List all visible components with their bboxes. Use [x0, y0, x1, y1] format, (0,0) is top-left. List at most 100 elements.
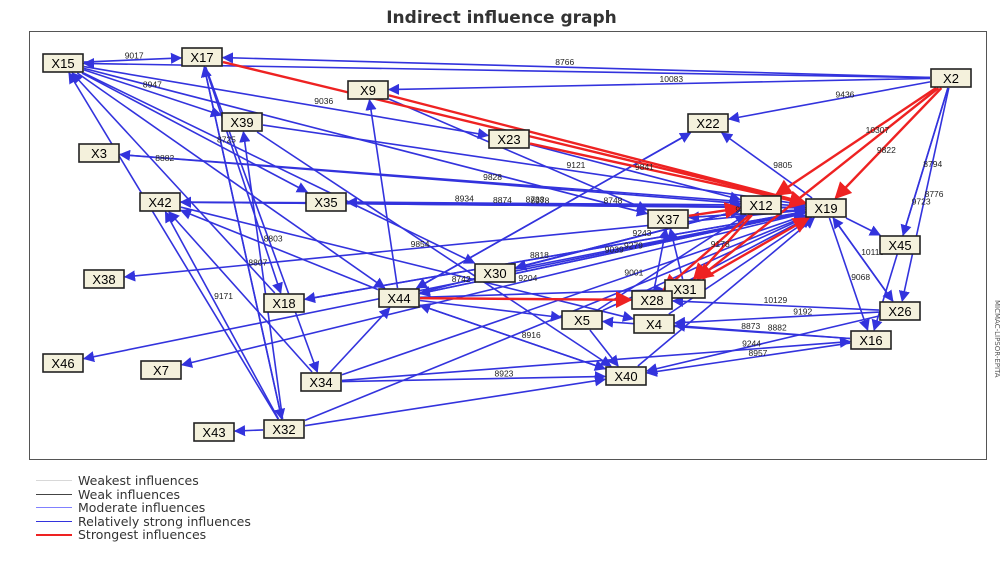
node-x2[interactable]: X2 — [930, 68, 972, 88]
edge-x5-to-x40 — [589, 329, 619, 367]
legend-swatch — [36, 480, 72, 482]
legend-item-moderate: Moderate influences — [36, 500, 251, 516]
node-label: X18 — [272, 296, 295, 311]
edge-value-label: 8873 — [741, 321, 760, 331]
edge-x2-to-x15 — [82, 57, 931, 79]
node-box — [561, 310, 603, 330]
edge-x2-to-x9 — [387, 77, 931, 95]
node-box — [805, 198, 847, 218]
node-label: X44 — [387, 291, 410, 306]
edge-value-label: 8957 — [749, 348, 768, 358]
edge-x32-to-x43 — [233, 425, 264, 437]
side-note-text: MICMAC-LIPSOR-EPITA — [993, 300, 1001, 378]
node-x30[interactable]: X30 — [474, 263, 516, 283]
edge-x34-to-x44 — [329, 307, 391, 373]
node-x39[interactable]: X39 — [221, 112, 263, 132]
node-x42[interactable]: X42 — [139, 192, 181, 212]
edge-x19-to-x26 — [832, 217, 894, 302]
node-x38[interactable]: X38 — [83, 269, 125, 289]
node-x31[interactable]: X31 — [664, 279, 706, 299]
node-x19[interactable]: X19 — [805, 198, 847, 218]
edge-x15-to-x17 — [83, 52, 183, 64]
node-x37[interactable]: X37 — [647, 209, 689, 229]
edge-x32-to-x40 — [304, 375, 607, 427]
side-note: MICMAC-LIPSOR-EPITA — [991, 300, 1003, 460]
node-x12[interactable]: X12 — [740, 195, 782, 215]
legend-swatch — [36, 493, 72, 495]
edge-x2-to-x17 — [221, 52, 931, 79]
edge-value-label: 9436 — [836, 89, 855, 99]
node-x32[interactable]: X32 — [263, 419, 305, 439]
node-label: X45 — [888, 238, 911, 253]
node-x15[interactable]: X15 — [42, 53, 84, 73]
node-x17[interactable]: X17 — [181, 47, 223, 67]
node-x7[interactable]: X7 — [140, 360, 182, 380]
node-x43[interactable]: X43 — [193, 422, 235, 442]
edge-value-label: 9243 — [633, 228, 652, 238]
node-x34[interactable]: X34 — [300, 372, 342, 392]
edge-x2-to-x19 — [834, 87, 943, 200]
edge-value-label: 9178 — [711, 239, 730, 249]
node-x46[interactable]: X46 — [42, 353, 84, 373]
edge-x31-to-x37 — [667, 227, 684, 280]
node-box — [193, 422, 235, 442]
edge-x18-to-x15 — [71, 72, 276, 294]
node-label: X32 — [272, 422, 295, 437]
edge-x26-to-x40 — [645, 315, 880, 375]
legend-swatch — [36, 507, 72, 509]
node-label: X43 — [202, 425, 225, 440]
edge-x26-to-x28 — [671, 295, 880, 311]
legend-label: Strongest influences — [78, 527, 207, 543]
node-label: X17 — [190, 50, 213, 65]
node-x26[interactable]: X26 — [879, 301, 921, 321]
edge-value-label: 8874 — [493, 195, 512, 205]
edge-x15-to-x30 — [83, 72, 476, 264]
edge-x23-to-x19 — [529, 142, 807, 209]
edge-value-label: 8818 — [530, 250, 549, 260]
edge-value-label: 10129 — [764, 295, 788, 305]
node-label: X23 — [497, 132, 520, 147]
edge-x15-to-x44 — [76, 72, 386, 289]
node-x4[interactable]: X4 — [633, 314, 675, 334]
node-label: X19 — [814, 201, 837, 216]
node-box — [631, 290, 673, 310]
node-x40[interactable]: X40 — [605, 366, 647, 386]
edge-x44-to-x9 — [365, 98, 399, 289]
legend-label: Moderate influences — [78, 500, 206, 516]
node-x44[interactable]: X44 — [378, 288, 420, 308]
edge-value-label: 8916 — [522, 330, 541, 340]
edge-x19-to-x45 — [845, 217, 882, 236]
node-box — [140, 360, 182, 380]
edge-value-label: 8978 — [530, 195, 549, 205]
edge-value-label: 8776 — [925, 189, 944, 199]
edge-value-label: 9121 — [567, 160, 586, 170]
node-x28[interactable]: X28 — [631, 290, 673, 310]
node-box — [139, 192, 181, 212]
node-x5[interactable]: X5 — [561, 310, 603, 330]
node-x18[interactable]: X18 — [263, 293, 305, 313]
edge-x34-to-x42 — [168, 211, 313, 373]
node-label: X39 — [230, 115, 253, 130]
edge-value-label: 10110 — [861, 247, 884, 257]
edge-x32-to-x17 — [200, 65, 283, 420]
node-x45[interactable]: X45 — [879, 235, 921, 255]
node-label: X4 — [646, 317, 662, 332]
node-x16[interactable]: X16 — [850, 330, 892, 350]
node-label: X35 — [314, 195, 337, 210]
edge-labels: 9017876610083943687948776972389478725903… — [125, 50, 944, 378]
edge-x26-to-x4 — [673, 311, 880, 328]
node-x3[interactable]: X3 — [78, 143, 120, 163]
node-x35[interactable]: X35 — [305, 192, 347, 212]
node-x22[interactable]: X22 — [687, 113, 729, 133]
node-box — [647, 209, 689, 229]
node-box — [42, 353, 84, 373]
edge-x12-to-x31 — [692, 214, 753, 281]
node-x9[interactable]: X9 — [347, 80, 389, 100]
edge-value-label: 9001 — [624, 268, 643, 278]
edge-x34-to-x40 — [341, 371, 607, 383]
edge-value-label: 9854 — [411, 239, 430, 249]
node-x23[interactable]: X23 — [488, 129, 530, 149]
node-label: X38 — [92, 272, 115, 287]
edge-x19-to-x22 — [720, 132, 813, 199]
edge-x30-to-x12 — [515, 207, 742, 269]
